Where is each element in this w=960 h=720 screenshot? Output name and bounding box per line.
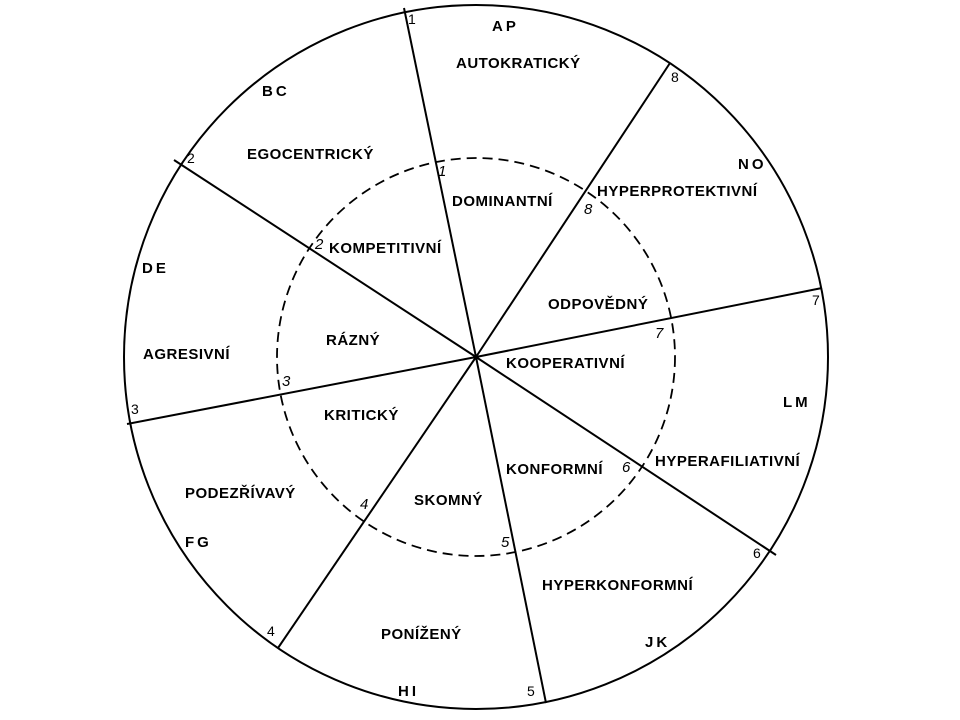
inner-labels: DOMINANTNÍ KOMPETITIVNÍ RÁZNÝ KRITICKÝ S… (324, 193, 648, 509)
inner-number-5: 5 (501, 534, 510, 551)
outer-label-hyperprotektivni: HYPERPROTEKTIVNÍ (597, 183, 758, 200)
outer-number-3: 3 (131, 401, 139, 417)
outer-label-agresivni: AGRESIVNÍ (143, 346, 230, 363)
inner-label-konformni: KONFORMNÍ (506, 461, 603, 478)
outer-label-egocentricky: EGOCENTRICKÝ (247, 145, 374, 163)
inner-numbers: 1 2 3 4 5 6 7 8 (282, 163, 664, 551)
outer-number-4: 4 (267, 623, 275, 639)
inner-dashed-circle (276, 157, 676, 557)
outer-label-hyperafiliativni: HYPERAFILIATIVNÍ (655, 453, 801, 470)
divider-line-7 (475, 287, 823, 358)
inner-label-razny: RÁZNÝ (326, 331, 380, 349)
divider-line-1 (403, 7, 477, 358)
outer-code-fg: FG (185, 534, 212, 551)
outer-number-7: 7 (812, 292, 820, 308)
outer-labels: AUTOKRATICKÝ EGOCENTRICKÝ AGRESIVNÍ PODE… (143, 54, 801, 643)
divider-lines (126, 7, 823, 704)
inner-label-skomny: SKOMNÝ (414, 491, 483, 509)
divider-line-3 (126, 356, 477, 425)
inner-label-dominantni: DOMINANTNÍ (452, 193, 553, 210)
outer-code-hi: HI (398, 683, 419, 700)
outer-code-de: DE (142, 260, 169, 277)
inner-number-4: 4 (360, 496, 368, 513)
outer-circle (123, 4, 829, 710)
outer-code-jk: JK (645, 634, 670, 651)
inner-number-2: 2 (314, 236, 324, 253)
outer-numbers: 1 2 3 4 5 6 7 8 (131, 11, 820, 699)
outer-label-hyperkonformni: HYPERKONFORMNÍ (542, 577, 694, 594)
outer-number-5: 5 (527, 683, 535, 699)
outer-number-6: 6 (753, 545, 761, 561)
inner-number-6: 6 (622, 459, 631, 476)
inner-label-kriticky: KRITICKÝ (324, 406, 399, 424)
divider-line-8 (475, 62, 671, 358)
divider-line-5 (475, 356, 547, 704)
outer-number-1: 1 (408, 11, 416, 27)
outer-codes: AP BC DE FG HI JK LM NO (142, 18, 811, 700)
outer-code-lm: LM (783, 394, 811, 411)
inner-label-kooperativni: KOOPERATIVNÍ (506, 355, 625, 372)
outer-code-no: NO (738, 156, 767, 173)
divider-line-6 (475, 356, 777, 556)
outer-label-ponizeny: PONÍŽENÝ (381, 625, 462, 643)
outer-label-autokraticky: AUTOKRATICKÝ (456, 54, 581, 72)
outer-number-8: 8 (671, 69, 679, 85)
divider-line-2 (173, 159, 477, 358)
inner-label-odpovedny: ODPOVĚDNÝ (548, 295, 648, 313)
outer-label-podezrivavy: PODEZŘÍVAVÝ (185, 484, 296, 502)
outer-number-2: 2 (187, 150, 195, 166)
divider-line-4 (277, 356, 477, 649)
inner-number-7: 7 (655, 325, 664, 342)
inner-number-8: 8 (584, 201, 593, 218)
outer-code-bc: BC (262, 83, 290, 100)
inner-number-3: 3 (282, 373, 291, 390)
inner-number-1: 1 (438, 163, 446, 180)
inner-label-kompetitivni: KOMPETITIVNÍ (329, 240, 442, 257)
outer-code-ap: AP (492, 18, 519, 35)
